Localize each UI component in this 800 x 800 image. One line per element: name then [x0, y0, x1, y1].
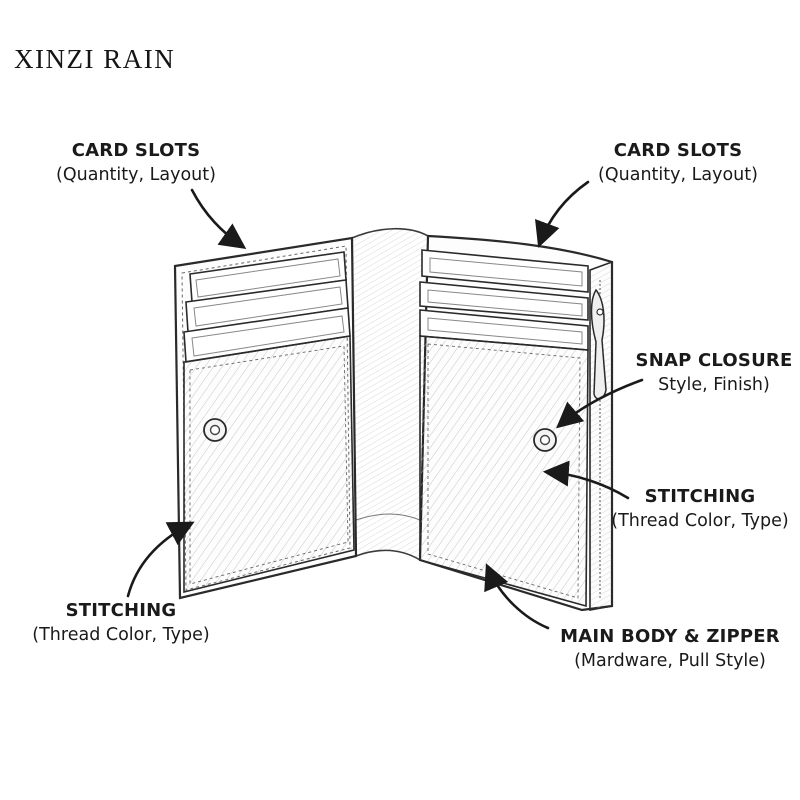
- callout-main-body-zipper: MAIN BODY & ZIPPER (Mardware, Pull Style…: [552, 624, 788, 674]
- left-card-slots: [183, 251, 351, 363]
- callout-title: CARD SLOTS: [613, 140, 743, 161]
- callout-title: STITCHING: [65, 600, 177, 621]
- brand-logo: XINZI RAIN: [14, 44, 176, 74]
- arrow-stitching-left: [126, 521, 195, 598]
- callout-title: SNAP CLOSURE: [635, 350, 793, 371]
- callout-card-slots-left: CARD SLOTS (Quantity, Layout): [36, 138, 236, 188]
- arrow-main-body: [484, 563, 550, 630]
- callout-stitching-right: STITCHING (Thread Color, Type): [600, 484, 800, 534]
- callout-title: STITCHING: [644, 486, 756, 507]
- callout-stitching-left: STITCHING (Thread Color, Type): [16, 598, 226, 648]
- arrow-card-slots-left: [190, 188, 247, 249]
- left-snap-button: [203, 418, 227, 442]
- callout-detail: (Quantity, Layout): [598, 165, 758, 185]
- callout-detail: (Quantity, Layout): [56, 165, 216, 185]
- callout-detail: (Thread Color, Type): [32, 625, 210, 645]
- right-panel: [418, 234, 614, 612]
- callout-title: CARD SLOTS: [71, 140, 201, 161]
- zipper: [589, 260, 613, 611]
- arrow-snap-closure: [556, 378, 644, 429]
- callout-snap-closure: SNAP CLOSURE Style, Finish): [628, 348, 800, 398]
- callout-title: MAIN BODY & ZIPPER: [560, 626, 780, 647]
- left-panel: [173, 236, 358, 600]
- wallet-spine: [351, 227, 429, 562]
- callout-detail: Style, Finish): [658, 375, 770, 395]
- callout-card-slots-right: CARD SLOTS (Quantity, Layout): [578, 138, 778, 188]
- right-card-slots: [419, 249, 589, 351]
- arrow-stitching-right: [542, 460, 630, 500]
- callout-detail: (Thread Color, Type): [611, 511, 789, 531]
- callout-detail: (Mardware, Pull Style): [574, 651, 766, 671]
- arrow-card-slots-right: [535, 180, 590, 248]
- right-snap-button: [533, 428, 557, 452]
